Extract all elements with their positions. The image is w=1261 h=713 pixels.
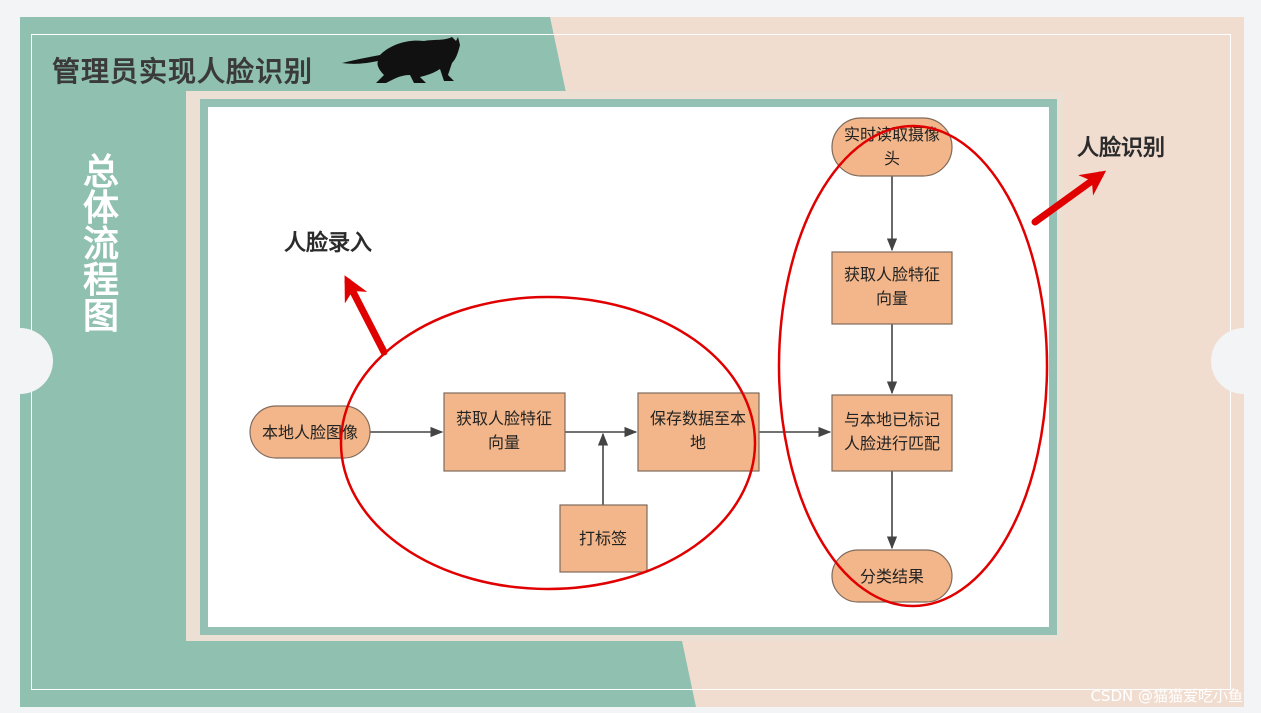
node-result-label: 分类结果 — [860, 567, 924, 586]
running-cat-icon — [342, 37, 460, 83]
label-face-enroll: 人脸录入 — [284, 230, 373, 256]
node-extract-left-line1: 获取人脸特征 — [456, 409, 552, 428]
node-tag: 打标签 — [559, 504, 648, 573]
node-save-line1: 保存数据至本 — [650, 409, 746, 428]
enroll-highlight-ellipse — [339, 295, 757, 591]
node-save-local: 保存数据至本 地 — [637, 392, 760, 472]
node-match: 与本地已标记 人脸进行匹配 — [831, 394, 953, 472]
enroll-pointer-arrow — [344, 275, 388, 356]
node-tag-label: 打标签 — [579, 529, 627, 548]
slide: 管理员实现人脸识别 总体流程图 人脸录入 人脸识别 — [20, 17, 1244, 707]
node-save-line2: 地 — [690, 433, 706, 452]
node-extract-right-line2: 向量 — [876, 289, 908, 308]
recognize-pointer-arrow — [1031, 170, 1107, 226]
node-camera: 实时读取摄像 头 — [831, 117, 953, 177]
node-extract-features-right: 获取人脸特征 向量 — [831, 251, 953, 325]
node-extract-left-line2: 向量 — [488, 433, 520, 452]
node-camera-line2: 头 — [884, 149, 900, 168]
watermark: CSDN @猫猫爱吃小鱼 — [1090, 687, 1243, 705]
node-local-face-image: 本地人脸图像 — [249, 405, 371, 459]
vertical-title: 总体流程图 — [82, 152, 119, 337]
slide-title: 管理员实现人脸识别 — [52, 55, 314, 88]
node-extract-right-line1: 获取人脸特征 — [844, 265, 940, 284]
node-extract-features-left: 获取人脸特征 向量 — [443, 392, 566, 472]
node-result: 分类结果 — [831, 549, 953, 603]
node-match-line1: 与本地已标记 — [844, 410, 940, 429]
label-face-recognize: 人脸识别 — [1077, 135, 1166, 161]
node-local-face-image-label: 本地人脸图像 — [262, 423, 358, 442]
recognize-highlight-ellipse — [777, 124, 1049, 608]
node-match-line2: 人脸进行匹配 — [844, 434, 940, 453]
